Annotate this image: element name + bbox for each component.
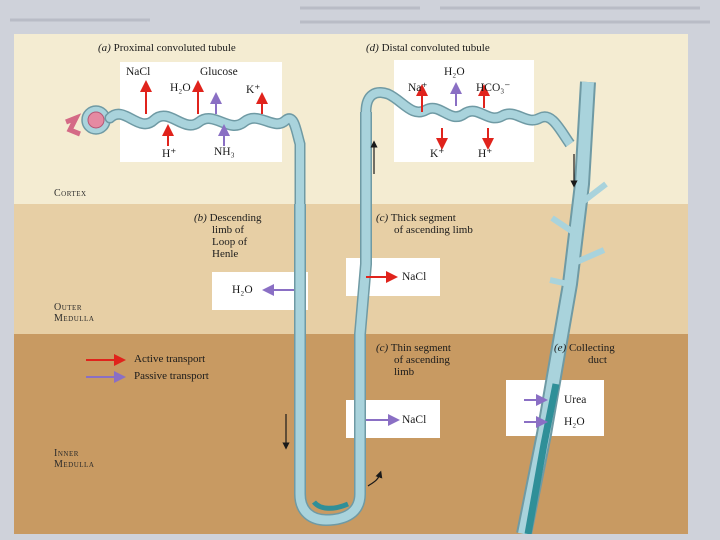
- dct-hco3: HCO₃⁻: [476, 82, 511, 94]
- legend-passive-label: Passive transport: [134, 370, 209, 382]
- dct-h2o: H₂O: [444, 66, 465, 78]
- collecting-h2o: H₂O: [564, 416, 585, 428]
- glomerulus: [65, 105, 111, 137]
- zone-cortex-label: Cortex: [54, 188, 87, 199]
- pct-arrows: [140, 80, 268, 146]
- heading-collecting-duct: (e) Collecting duct: [554, 342, 615, 366]
- heading-proximal: (a) Proximal convoluted tubule: [98, 42, 236, 54]
- thick-nacl: NaCl: [402, 271, 427, 283]
- legend-active-label: Active transport: [134, 353, 206, 365]
- thin-nacl: NaCl: [402, 414, 427, 426]
- dct-na: Na⁺: [408, 82, 428, 94]
- heading-descending-limb: (b) Descending limb of Loop of Henle: [194, 212, 262, 260]
- pct-h2o: H₂O: [170, 82, 191, 94]
- pct-nacl: NaCl: [126, 66, 151, 78]
- tubule-artwork: [65, 80, 608, 534]
- heading-thin-ascending: (c) Thin segment of ascending limb: [376, 342, 451, 378]
- proximal-tubule: [104, 108, 306, 210]
- collecting-urea: Urea: [564, 394, 587, 406]
- dct-arrows: [416, 82, 494, 150]
- descending-h2o: H₂O: [232, 284, 253, 296]
- collecting-duct-branches: [549, 181, 608, 287]
- pct-h: H⁺: [162, 148, 177, 160]
- dct-h: H⁺: [478, 148, 493, 160]
- heading-distal: (d) Distal convoluted tubule: [366, 42, 490, 54]
- dct-k: K⁺: [430, 148, 445, 160]
- pct-k: K⁺: [246, 84, 261, 96]
- pct-nh3: NH₃: [214, 146, 235, 158]
- heading-thick-ascending: (c) Thick segment of ascending limb: [376, 212, 473, 236]
- flow-arrows: [282, 140, 578, 487]
- pct-glucose: Glucose: [200, 66, 238, 78]
